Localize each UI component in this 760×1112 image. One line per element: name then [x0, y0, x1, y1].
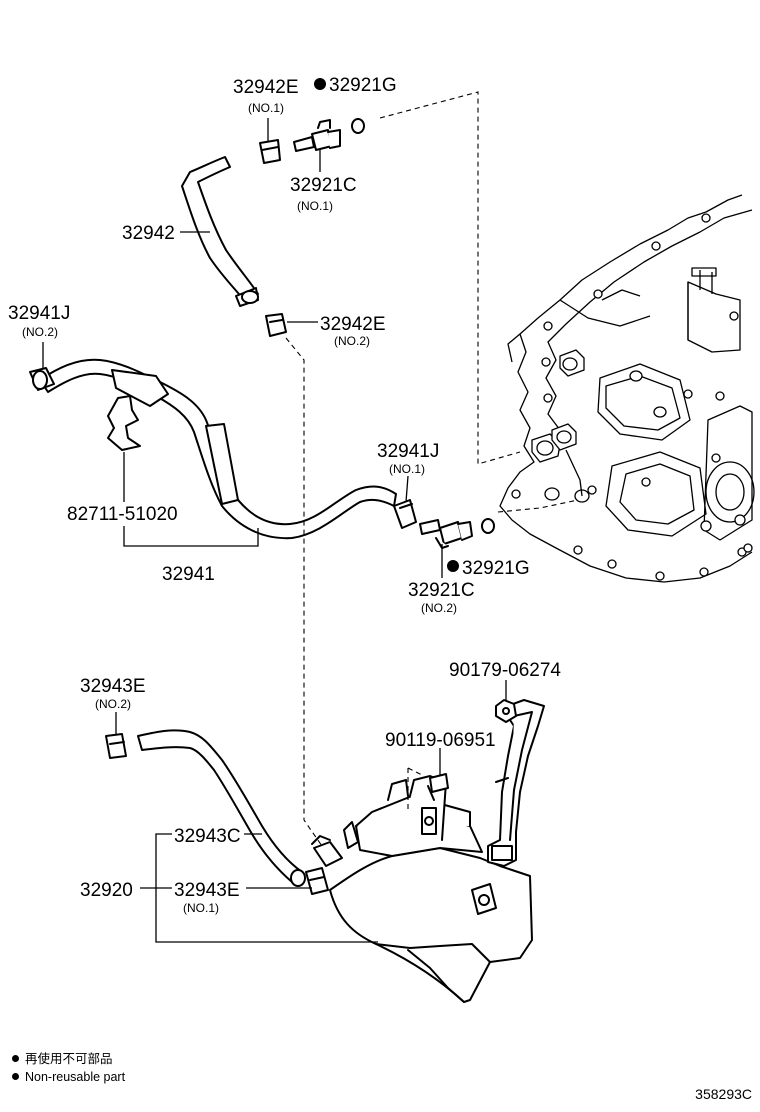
label-90179-06274: 90179-06274	[449, 660, 561, 681]
label-32921G-no1: 32921G	[329, 75, 397, 96]
label-32943E-no1: 32943E	[174, 880, 240, 901]
label-82711-51020: 82711-51020	[67, 504, 178, 525]
label-32942E-no2-sub: (NO.2)	[334, 334, 370, 348]
label-32921C-no2-sub: (NO.2)	[421, 601, 457, 615]
label-32921C-no2: 32921C	[408, 580, 475, 601]
clamp-32942E-no1	[259, 139, 281, 164]
non-reusable-dot-icon	[12, 1073, 19, 1081]
diagram-code: 358293C	[695, 1086, 752, 1102]
label-32942E-no1-sub: (NO.1)	[248, 101, 284, 115]
label-32941J-no1: 32941J	[377, 441, 439, 462]
label-90119-06951: 90119-06951	[385, 730, 496, 751]
label-32942E-no1: 32942E	[233, 77, 299, 98]
label-32941J-no2-sub: (NO.2)	[22, 325, 58, 339]
clamp-32941J-no1	[393, 499, 417, 529]
gasket-32921G-no2	[481, 518, 495, 534]
assembly-lines	[285, 91, 579, 847]
bolt-90119-06951	[427, 773, 449, 801]
non-reusable-dot-icon	[12, 1055, 19, 1063]
label-32942E-no2: 32942E	[320, 314, 386, 335]
label-32941J-no1-sub: (NO.1)	[389, 462, 425, 476]
legend-english: Non-reusable part	[12, 1069, 125, 1085]
clamp-32942E-no2	[265, 313, 287, 337]
legend-text-en: Non-reusable part	[25, 1070, 126, 1084]
transmission-case	[499, 194, 755, 583]
label-32941J-no2: 32941J	[8, 303, 70, 324]
clamp-82711-51020	[107, 395, 141, 451]
label-32921C-no1-sub: (NO.1)	[297, 199, 333, 213]
union-32921C-no2	[419, 519, 473, 549]
label-32943E-no2: 32943E	[80, 676, 146, 697]
non-reusable-marker	[447, 560, 459, 572]
label-32941: 32941	[162, 564, 215, 585]
label-32942: 32942	[122, 223, 175, 244]
leader-lines	[42, 118, 507, 943]
nut-90179-06274	[495, 699, 517, 723]
hose-32942	[181, 156, 259, 307]
hose-32943C	[137, 729, 306, 887]
label-32943E-no1-sub: (NO.1)	[183, 901, 219, 915]
oil-separator-32920	[311, 775, 533, 1003]
legend-japanese: 再使用不可部品	[12, 1051, 113, 1067]
label-32943C: 32943C	[174, 826, 241, 847]
gasket-32921G-no1	[351, 118, 365, 134]
case-bolt-holes	[511, 213, 753, 581]
label-32921G-no2: 32921G	[462, 558, 530, 579]
hose-32941	[29, 358, 397, 540]
clamp-32943E-no2	[105, 733, 127, 759]
union-32921C-no1	[293, 119, 341, 152]
part-labels: 32942E (NO.1) 32921G 32921C (NO.1) 32942…	[8, 75, 561, 915]
label-32920: 32920	[80, 880, 133, 901]
label-32921C-no1: 32921C	[290, 175, 357, 196]
label-32943E-no2-sub: (NO.2)	[95, 697, 131, 711]
legend-text-ja: 再使用不可部品	[25, 1052, 113, 1066]
bracket-32920	[487, 699, 545, 867]
non-reusable-marker	[314, 78, 326, 90]
clamp-32943E-no1	[305, 867, 329, 895]
